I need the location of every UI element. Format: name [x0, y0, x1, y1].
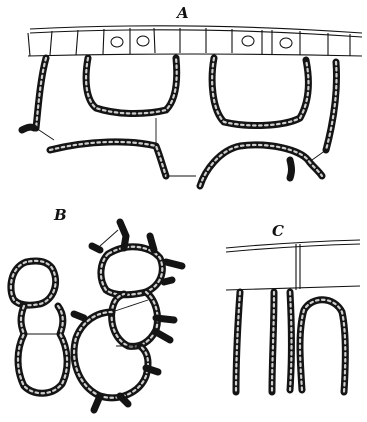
- palisade-walls-a: [22, 58, 337, 186]
- panel-c-label: C: [272, 222, 284, 240]
- epidermal-cells: [28, 28, 350, 56]
- epidermis-top-line-2: [30, 30, 362, 37]
- palisade-walls-c: [236, 292, 345, 392]
- cells-b: [11, 222, 182, 410]
- epidermis-top-line: [30, 26, 362, 33]
- panel-c: C: [226, 222, 360, 392]
- panel-a: A: [22, 4, 362, 186]
- epidermis-c: [226, 240, 360, 290]
- epidermis-bottom-line: [28, 54, 362, 56]
- panel-b: B: [11, 206, 182, 410]
- panel-a-label: A: [175, 4, 189, 22]
- panel-b-label: B: [53, 206, 67, 224]
